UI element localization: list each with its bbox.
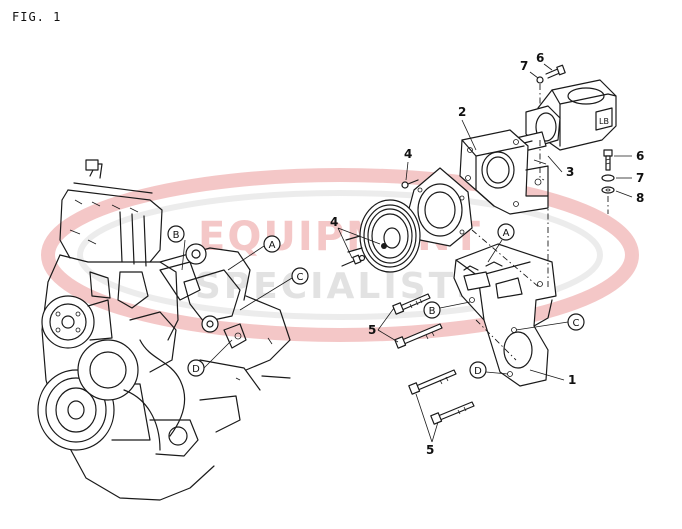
pump-mount-exploded: LB [330, 51, 644, 457]
bolt-washer-stack [601, 149, 615, 194]
callout-5-bottom: 5 [426, 443, 434, 457]
engine-callout-a [263, 235, 281, 253]
callout-3: 3 [566, 165, 574, 179]
callout-6-top: 6 [536, 51, 544, 65]
engine-callout-a-label: A [269, 240, 276, 251]
adapter-ring [405, 167, 473, 247]
bracket-callout-b [423, 301, 441, 319]
bracket-callout-d-label: D [474, 366, 482, 377]
callout-4-top: 4 [404, 147, 412, 161]
engine-callout-b-label: B [173, 230, 180, 241]
bracket-callout-d [469, 361, 487, 379]
engine-callout-d [187, 359, 205, 377]
bolts-group-5 [392, 293, 475, 425]
callout-8: 8 [636, 191, 644, 205]
callout-7-right: 7 [636, 171, 644, 185]
pump-marking: LB [599, 117, 609, 126]
bracket-callout-b-label: B [429, 306, 436, 317]
fan-pulley [41, 295, 113, 349]
watermark-line2: SPECIALISTS [195, 266, 485, 307]
engine-callout-c-label: C [297, 272, 304, 283]
bracket-callout-a [497, 223, 515, 241]
figure-label: FIG. 1 [12, 10, 62, 24]
engine-assembly: B A C D [37, 159, 309, 501]
engine-callout-b [167, 225, 185, 243]
callout-1: 1 [568, 373, 576, 387]
bracket-callout-a-label: A [503, 228, 510, 239]
bracket-callout-c-label: C [573, 318, 580, 329]
engine-callout-d-label: D [192, 364, 200, 375]
engine-callout-c [291, 267, 309, 285]
callout-6-right: 6 [636, 149, 644, 163]
callout-5-top: 5 [368, 323, 376, 337]
hydraulic-pump: LB [515, 79, 617, 165]
callout-2: 2 [458, 105, 466, 119]
upper-bracket [459, 129, 549, 215]
callout-4-left: 4 [330, 215, 338, 229]
callout-7-top: 7 [520, 59, 528, 73]
watermark-logo: EQUIPMENT SPECIALISTS [41, 168, 639, 342]
